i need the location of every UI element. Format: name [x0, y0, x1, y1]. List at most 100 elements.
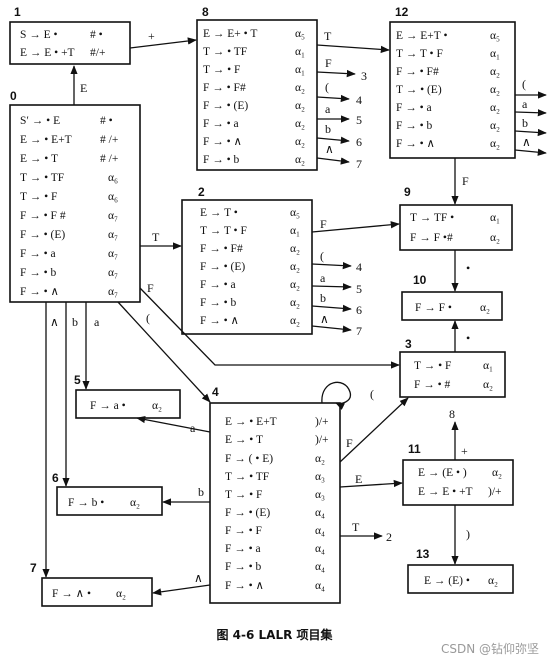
- state-2-lookahead: α₂: [290, 315, 300, 327]
- state-8-lookahead: α₂: [295, 136, 305, 148]
- state-8-item: F → • (E): [203, 100, 248, 112]
- state-12-lookahead: α₂: [490, 120, 500, 132]
- edge-4-self-loop: [321, 381, 352, 410]
- state-0-item: F → • b: [20, 267, 57, 279]
- state-4-lookahead: α₄: [315, 561, 325, 573]
- state-12-item: T → T • F: [396, 48, 443, 60]
- state-1-lookahead: #/+: [90, 47, 105, 59]
- state-2-box: [181, 199, 313, 335]
- edge-label: b: [522, 116, 528, 130]
- state-1-item: E → E • +T: [20, 47, 75, 59]
- edge-target: 7: [356, 157, 362, 171]
- edge-1-to-8: [129, 37, 197, 49]
- state-4-item: E → • T: [225, 434, 263, 446]
- state-12-item: F → • F#: [396, 66, 439, 78]
- state-8-item: F → • F#: [203, 82, 246, 94]
- state-10-item: F → F •: [415, 302, 452, 314]
- state-4-lookahead: α₂: [315, 453, 325, 465]
- edge-target: 4: [356, 93, 362, 107]
- state-5-lookahead: α₂: [152, 400, 162, 412]
- state-4-lookahead: )/+: [315, 416, 329, 428]
- state-13: 13 E → (E) • α₂: [407, 547, 514, 594]
- state-4-lookahead: α₃: [315, 471, 325, 483]
- state-8-lookahead: α₅: [295, 28, 305, 40]
- state-0-lookahead: α₇: [108, 210, 118, 222]
- state-2-item: T → T • F: [200, 225, 247, 237]
- edge-2-to-5: [311, 283, 352, 291]
- state-4-lookahead: α₃: [315, 489, 325, 501]
- state-0-lookahead: α₆: [108, 172, 118, 184]
- state-4-item: T → • TF: [225, 471, 269, 483]
- state-4-lookahead: )/+: [315, 434, 329, 446]
- state-4-box: [209, 402, 341, 604]
- edge-target: 7: [356, 324, 362, 338]
- state-0-lookahead: α₇: [108, 229, 118, 241]
- state-1-item: S → E •: [20, 29, 58, 41]
- state-2: 2 E → T • α₅ T → T • F α₁ F → • F# α₂ F …: [181, 185, 313, 335]
- state-2-lookahead: α₂: [290, 279, 300, 291]
- state-0-lookahead: α₆: [108, 191, 118, 203]
- state-8-lookahead: α₂: [295, 82, 305, 94]
- state-11-number: 11: [408, 442, 421, 456]
- state-12: 12 E → E+T • α₅ T → T • F α₁ F → • F# α₂…: [389, 5, 516, 159]
- state-7-box: [41, 577, 153, 607]
- edge-4-to-11: [339, 479, 403, 488]
- state-2-item: F → • ∧: [200, 315, 239, 327]
- state-6-lookahead: α₂: [130, 497, 140, 509]
- state-12-lookahead: α₂: [490, 102, 500, 114]
- state-3-box: [399, 351, 506, 398]
- edge-label: F: [147, 281, 154, 295]
- edge-label: b: [198, 485, 204, 499]
- state-8-lookahead: α₁: [295, 64, 305, 76]
- edge-label: (: [325, 80, 329, 94]
- state-4-item: F → • a: [225, 543, 261, 555]
- state-0-lookahead: α₇: [108, 248, 118, 260]
- state-4-item: F → • F: [225, 525, 262, 537]
- state-10-number: 10: [413, 273, 427, 287]
- state-7-number: 7: [30, 561, 37, 575]
- state-12-lookahead: α₁: [490, 48, 500, 60]
- state-6-item: F → b •: [68, 497, 104, 509]
- edge-label: ): [466, 527, 470, 541]
- edge-label: a: [522, 97, 528, 111]
- state-3-lookahead: α₁: [483, 360, 493, 372]
- edge-label: (: [146, 311, 150, 325]
- state-5-item: F → a •: [90, 400, 126, 412]
- edge-label: b: [72, 315, 78, 329]
- state-2-lookahead: α₁: [290, 225, 300, 237]
- edge-label: ∧: [522, 135, 531, 149]
- edge-label: a: [320, 271, 326, 285]
- edge-label: E: [355, 472, 362, 486]
- edge-8-to-12: [316, 44, 390, 54]
- edge-8-to-3: [316, 69, 356, 78]
- edge-2-to-4: [311, 261, 352, 270]
- edge-label: +: [461, 444, 468, 458]
- edge-label: ∧: [50, 315, 59, 329]
- state-0-lookahead: # /+: [100, 153, 118, 165]
- edge-label: F: [462, 174, 469, 188]
- state-0: 0 S′ → • E # • E → • E+T # /+ E → • T # …: [9, 89, 141, 303]
- state-3: 3 T → • F α₁ F → • # α₂: [399, 337, 506, 398]
- edge-target: 2: [386, 530, 392, 544]
- state-13-number: 13: [416, 547, 430, 561]
- edge-label: •: [466, 331, 470, 345]
- state-2-item: F → • b: [200, 297, 237, 309]
- state-2-number: 2: [198, 185, 205, 199]
- edge-label: a: [190, 421, 196, 435]
- edge-label: b: [325, 122, 331, 136]
- state-0-item: T → • F: [20, 191, 57, 203]
- state-12-box: [389, 21, 516, 159]
- state-12-item: F → • ∧: [396, 138, 435, 150]
- state-4-lookahead: α₄: [315, 507, 325, 519]
- edge-8-to-6: [316, 136, 350, 144]
- edge-target: 3: [361, 69, 367, 83]
- edge-label: T: [324, 29, 332, 43]
- edge-2-to-7: [311, 325, 352, 333]
- edge-8-to-4: [316, 94, 350, 103]
- state-0-item: F → • a: [20, 248, 56, 260]
- state-0-item: E → • T: [20, 153, 58, 165]
- state-1-lookahead: # •: [90, 29, 103, 41]
- state-5: 5 F → a • α₂: [74, 373, 181, 419]
- edge-label: (: [370, 387, 374, 401]
- state-11: 11 E → (E • ) α₂ E → E • +T )/+: [402, 442, 514, 506]
